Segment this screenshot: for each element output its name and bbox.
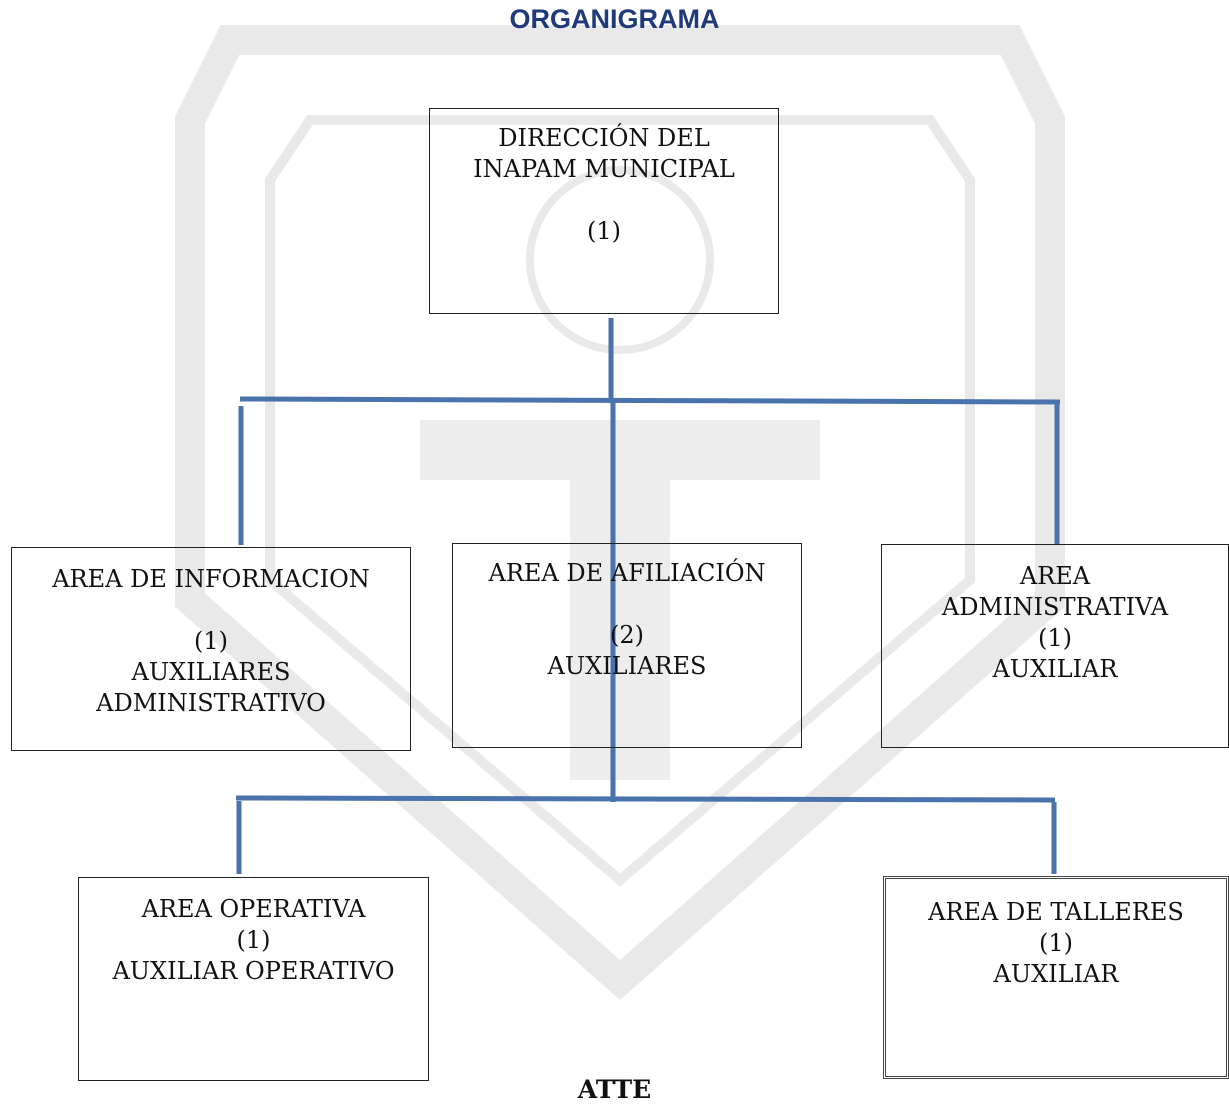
node-line: (1)	[1038, 624, 1072, 652]
node-area-operativa: AREA OPERATIVA (1) AUXILIAR OPERATIVO	[78, 877, 429, 1081]
node-line: AREA DE INFORMACION	[52, 565, 370, 593]
node-line: AUXILIAR OPERATIVO	[112, 957, 395, 985]
node-line: (2)	[610, 621, 644, 649]
watermark-crest	[175, 25, 1065, 1000]
page-title: ORGANIGRAMA	[509, 4, 720, 34]
node-area-administrativa: AREA ADMINISTRATIVA (1) AUXILIAR	[881, 544, 1229, 748]
node-line: (1)	[1039, 929, 1073, 957]
signature-atte: ATTE	[577, 1075, 652, 1104]
node-line: DIRECCIÓN DEL	[498, 124, 710, 152]
node-line: AREA	[1019, 562, 1091, 590]
node-line: INAPAM MUNICIPAL	[473, 155, 735, 183]
node-line: AREA DE TALLERES	[928, 898, 1184, 926]
node-line: ADMINISTRATIVA	[941, 593, 1169, 621]
node-line: AUXILIARES	[131, 658, 291, 686]
node-line: (1)	[236, 926, 271, 954]
node-direccion: DIRECCIÓN DEL INAPAM MUNICIPAL (1)	[429, 108, 779, 314]
node-line: AUXILIAR	[993, 960, 1119, 988]
node-line: AREA OPERATIVA	[141, 895, 366, 923]
node-area-informacion: AREA DE INFORMACION (1) AUXILIARES ADMIN…	[11, 547, 411, 751]
node-line: (1)	[194, 627, 228, 655]
node-line: ADMINISTRATIVO	[96, 689, 326, 717]
node-line: (1)	[587, 217, 621, 245]
node-line: AUXILIARES	[547, 652, 707, 680]
node-line: AREA DE AFILIACIÓN	[488, 559, 766, 587]
node-area-afiliacion: AREA DE AFILIACIÓN (2) AUXILIARES	[452, 543, 802, 748]
node-area-talleres: AREA DE TALLERES (1) AUXILIAR	[883, 876, 1229, 1079]
node-line: AUXILIAR	[992, 655, 1118, 683]
